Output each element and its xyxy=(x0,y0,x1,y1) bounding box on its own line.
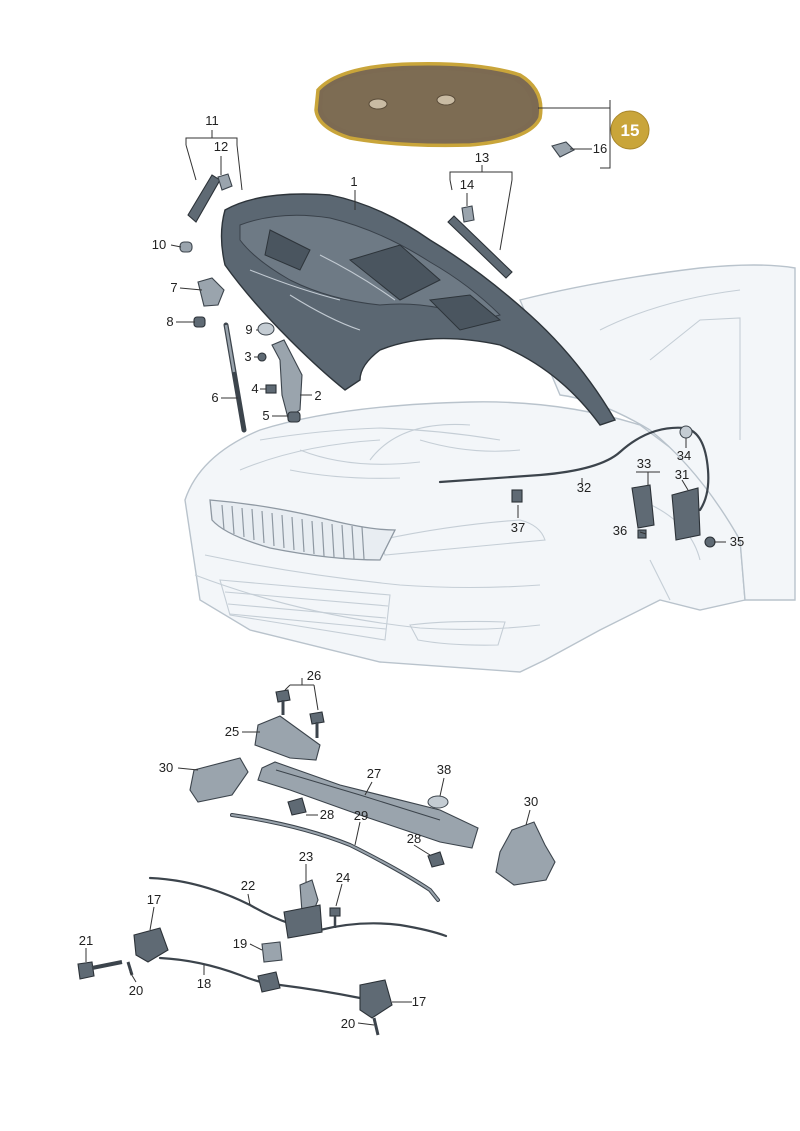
callout-numbers: 1 2 3 4 5 6 7 8 9 10 11 12 13 14 16 17 1… xyxy=(79,113,744,1031)
cable-clip[interactable] xyxy=(257,971,281,993)
air-deflector-30-right[interactable] xyxy=(495,821,556,886)
callout-14: 14 xyxy=(460,177,474,192)
bonnet-insulation-pad[interactable] xyxy=(314,62,543,148)
bracket-33[interactable] xyxy=(631,484,655,529)
callout-4: 4 xyxy=(251,381,258,396)
nut-8[interactable] xyxy=(193,316,206,328)
clip-28-upper[interactable] xyxy=(287,797,307,816)
water-deflector-27[interactable] xyxy=(257,761,479,849)
grommet-34[interactable] xyxy=(679,425,693,439)
gas-strut-6[interactable] xyxy=(223,322,247,433)
callout-3: 3 xyxy=(244,349,251,364)
nut-3[interactable] xyxy=(257,352,267,362)
callout-28-upper: 28 xyxy=(320,807,334,822)
pad-clip[interactable] xyxy=(551,141,575,158)
callout-2: 2 xyxy=(314,388,321,403)
bracket-23[interactable] xyxy=(283,879,323,939)
clip-19[interactable] xyxy=(261,941,283,963)
front-grille xyxy=(209,499,397,561)
callout-22: 22 xyxy=(241,878,255,893)
clip-28-lower[interactable] xyxy=(427,851,445,868)
callout-30-right: 30 xyxy=(524,794,538,809)
callout-19: 19 xyxy=(233,936,247,951)
left-seal-strip[interactable] xyxy=(187,174,221,223)
callout-10: 10 xyxy=(152,237,166,252)
bolt-4[interactable] xyxy=(265,384,277,394)
release-cable-32[interactable] xyxy=(438,426,710,512)
callout-7: 7 xyxy=(170,280,177,295)
callout-12: 12 xyxy=(214,139,228,154)
grommet-38[interactable] xyxy=(427,795,449,809)
callout-26: 26 xyxy=(307,668,321,683)
callout-11: 11 xyxy=(205,113,219,128)
clip-12[interactable] xyxy=(217,173,233,191)
callout-9: 9 xyxy=(245,322,252,337)
callout-17-right: 17 xyxy=(412,994,426,1009)
callout-29: 29 xyxy=(354,808,368,823)
lever-31[interactable] xyxy=(671,487,701,541)
bonnet-panel[interactable] xyxy=(220,193,617,426)
callout-25: 25 xyxy=(225,724,239,739)
clip-14[interactable] xyxy=(461,205,475,223)
callout-13: 13 xyxy=(475,150,489,165)
callout-34: 34 xyxy=(677,448,691,463)
pin-20-right[interactable] xyxy=(372,1017,380,1036)
bolt-21[interactable] xyxy=(77,960,123,980)
callout-23: 23 xyxy=(299,849,313,864)
callout-16: 16 xyxy=(593,141,607,156)
callout-31: 31 xyxy=(675,467,689,482)
right-seal-strip[interactable] xyxy=(447,215,513,279)
leader-lines xyxy=(85,100,726,1026)
screw-24[interactable] xyxy=(329,907,341,928)
callout-28-lower: 28 xyxy=(407,831,421,846)
callout-20-left: 20 xyxy=(129,983,143,998)
callout-27: 27 xyxy=(367,766,381,781)
air-deflector-30-left[interactable] xyxy=(189,757,249,803)
callout-18: 18 xyxy=(197,976,211,991)
bonnet-hinge-7[interactable] xyxy=(197,277,225,307)
bolts-26[interactable] xyxy=(275,689,325,738)
seal-29[interactable] xyxy=(230,813,440,902)
clip-37[interactable] xyxy=(511,489,523,503)
lower-grille xyxy=(219,579,391,641)
callout-8: 8 xyxy=(166,314,173,329)
part-15-badge[interactable]: 15 xyxy=(610,110,650,150)
lock-17-right[interactable] xyxy=(359,979,393,1019)
callout-6: 6 xyxy=(211,390,218,405)
callout-35: 35 xyxy=(730,534,744,549)
panel-25[interactable] xyxy=(254,715,321,761)
pin-20-left[interactable] xyxy=(126,961,134,976)
clip-35[interactable] xyxy=(704,536,716,548)
callout-32: 32 xyxy=(577,480,591,495)
hinge-arm-2[interactable] xyxy=(271,339,303,419)
callout-20-right: 20 xyxy=(341,1016,355,1031)
callout-5: 5 xyxy=(262,408,269,423)
part-15-number: 15 xyxy=(621,121,640,140)
callout-38: 38 xyxy=(437,762,451,777)
lock-17-left[interactable] xyxy=(133,927,169,963)
buffer-5[interactable] xyxy=(287,411,301,423)
callout-36: 36 xyxy=(613,523,627,538)
callout-33: 33 xyxy=(637,456,651,471)
rubber-buffer-10[interactable] xyxy=(179,241,193,253)
washer-9[interactable] xyxy=(257,322,275,336)
callout-21: 21 xyxy=(79,933,93,948)
callout-1: 1 xyxy=(350,174,357,189)
callout-24: 24 xyxy=(336,870,350,885)
car-front-body xyxy=(184,264,796,673)
callout-30-left: 30 xyxy=(159,760,173,775)
callout-37: 37 xyxy=(511,520,525,535)
callout-17-left: 17 xyxy=(147,892,161,907)
